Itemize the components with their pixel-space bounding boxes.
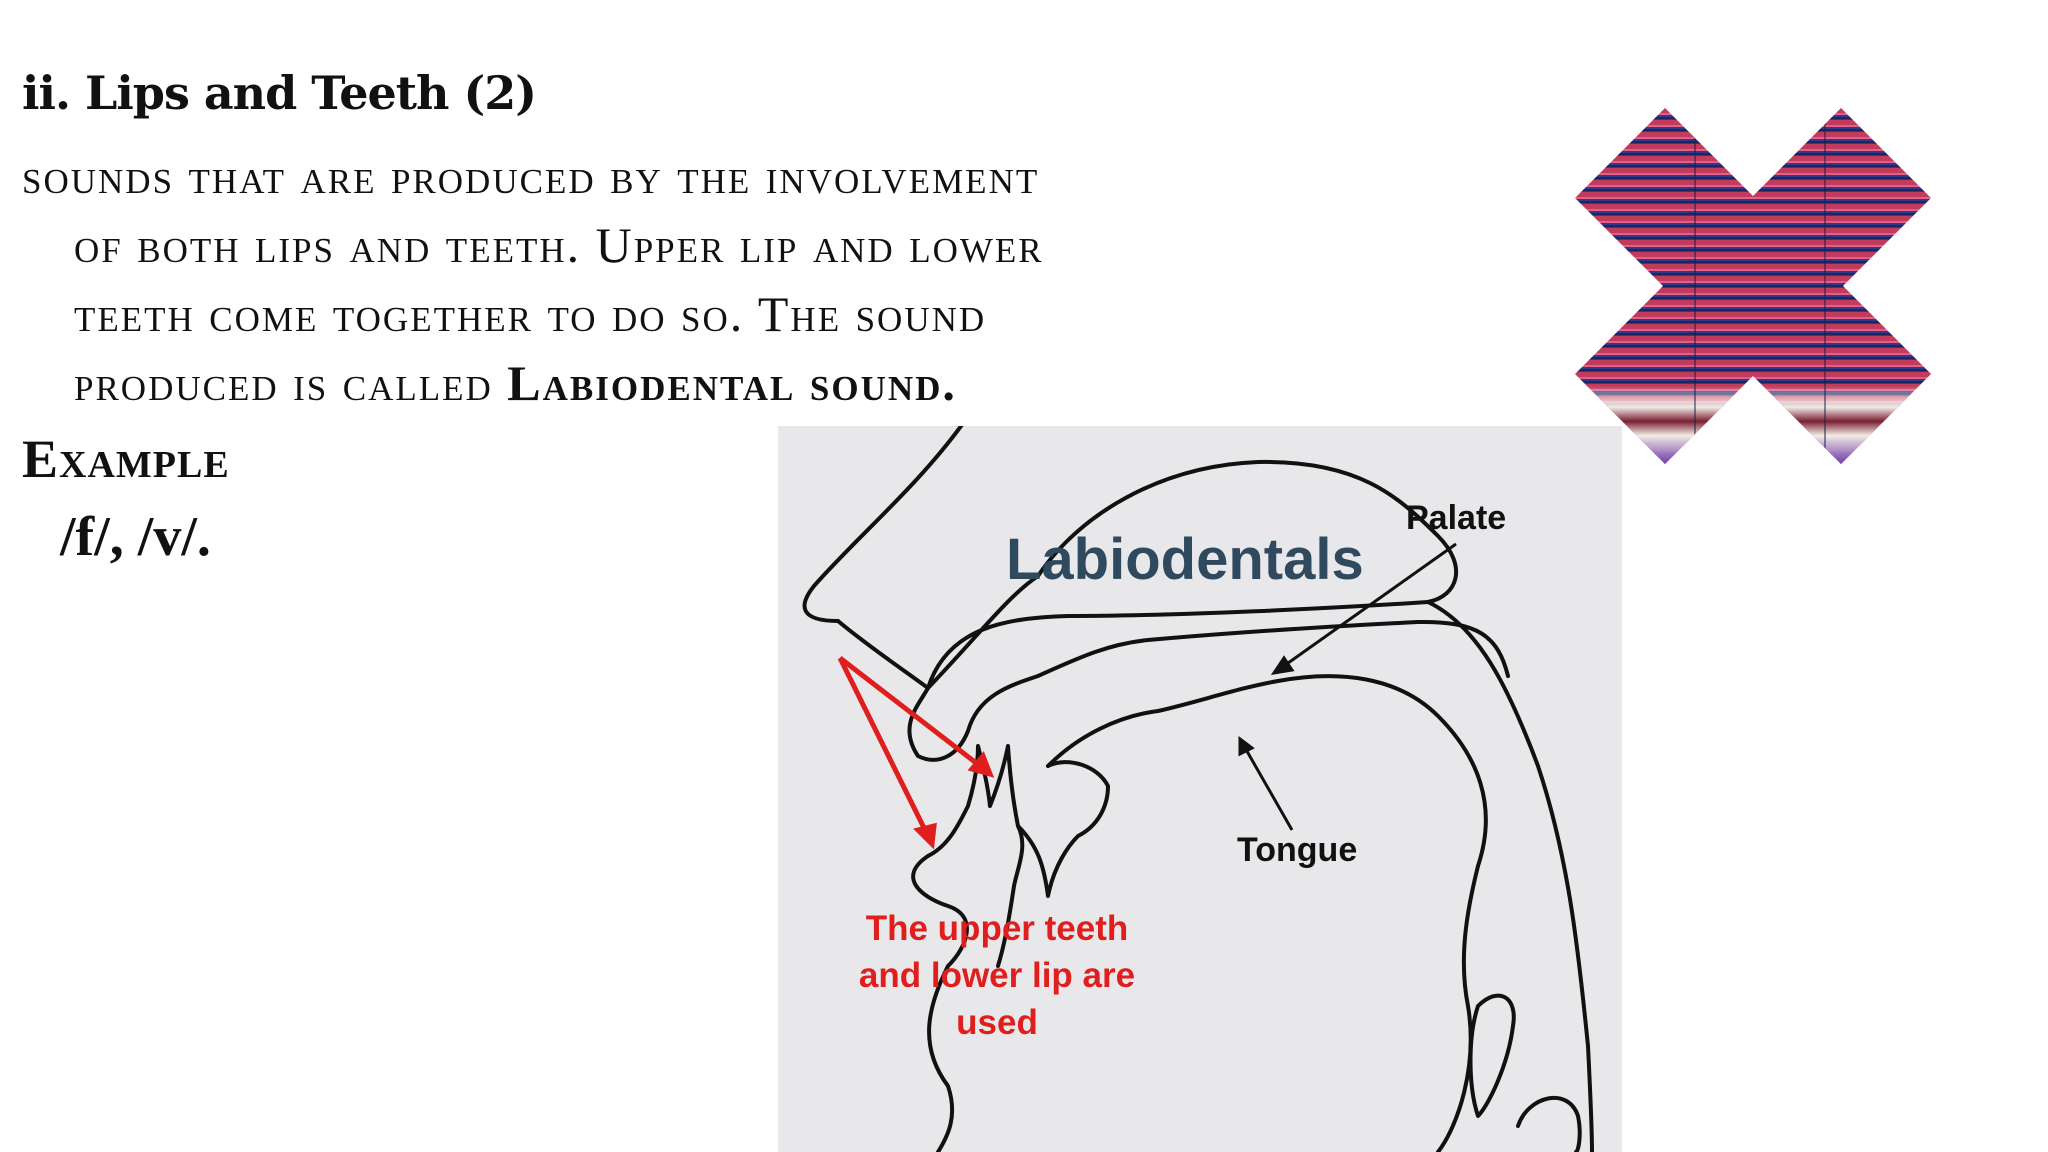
epiglottis-outline — [1468, 993, 1516, 1118]
palate-arrow — [1273, 542, 1457, 675]
tongue-arrow — [1238, 738, 1294, 831]
diagram-title: Labiodentals — [1006, 527, 1364, 592]
red-arrowhead-teeth — [967, 751, 995, 778]
body-line-2: of both lips and teeth. Upper lip and lo… — [74, 217, 1044, 273]
red-arrow-teeth — [838, 656, 986, 771]
upper-lip-outline — [836, 619, 970, 762]
body-line-4: produced is called Labiodental sound. — [22, 349, 1522, 418]
labiodental-annotation: The upper teeth and lower lip are used — [858, 909, 1136, 1042]
body-line-1: sounds that are produced by the involvem… — [22, 148, 1040, 204]
slide-heading: ii. Lips and Teeth (2) — [22, 66, 537, 120]
body-line-3: teeth come together to do so. The sound — [74, 286, 987, 342]
vocal-tract-diagram — [802, 426, 1594, 1152]
palate-label: Palate — [1406, 499, 1507, 537]
face-profile — [802, 426, 964, 623]
larynx-outline — [1516, 1096, 1582, 1152]
teeth-outline — [926, 744, 1025, 968]
nasal-cavity-outline — [926, 459, 1458, 690]
palate-line — [966, 619, 1510, 733]
body-line-4-prefix: produced is called — [74, 355, 508, 411]
body-paragraph: sounds that are produced by the involvem… — [22, 142, 1522, 418]
throat-outline — [1426, 600, 1594, 1152]
red-arrowhead-lip — [913, 822, 937, 850]
example-value: /f/, /v/. — [60, 506, 211, 568]
labiodental-term: Labiodental sound. — [507, 355, 957, 411]
lower-lip-outline — [911, 854, 969, 1152]
lower-teeth-outline — [1016, 760, 1110, 898]
tongue-arrowhead — [1238, 736, 1255, 757]
tongue-label: Tongue — [1237, 831, 1358, 869]
example-label: Example — [22, 429, 230, 489]
red-arrow-lip — [837, 656, 931, 838]
palate-arrowhead — [1270, 655, 1295, 676]
tongue-outline — [1046, 674, 1488, 1152]
striped-x-icon — [1575, 108, 1931, 464]
